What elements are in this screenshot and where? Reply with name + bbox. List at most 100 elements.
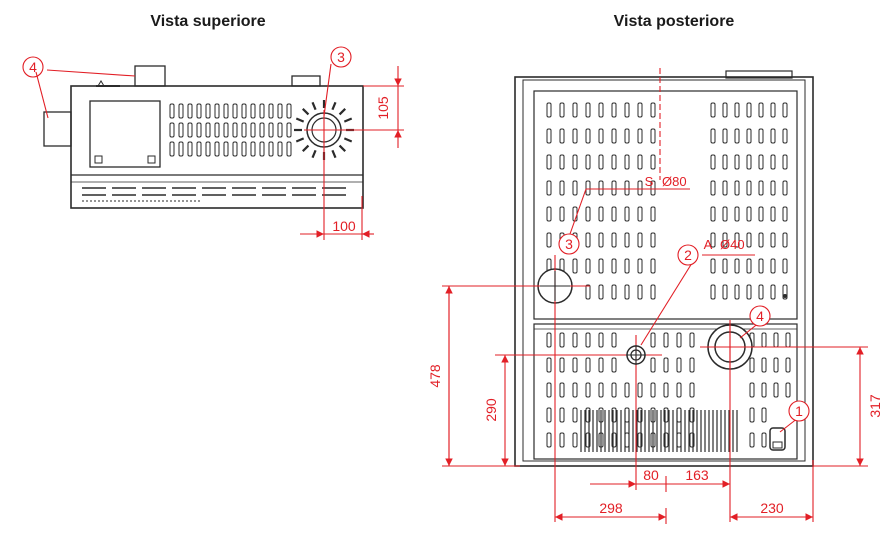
top-view-front-grille (82, 187, 346, 202)
vent-slot (546, 128, 552, 144)
vent-slot (611, 407, 617, 423)
vent-slot (187, 141, 193, 157)
vent-slot (196, 103, 202, 119)
flue-spoke (331, 149, 337, 159)
vent-slot (710, 232, 716, 248)
vent-slot (611, 232, 617, 248)
vent-slot (286, 122, 292, 138)
vent-slot (277, 103, 283, 119)
rear-callout-1: 1 (795, 403, 803, 419)
vent-slot (585, 206, 591, 222)
vent-slot (559, 206, 565, 222)
flue-spoke (338, 144, 346, 152)
top-view (43, 65, 364, 209)
label-s-diameter: Ø80 (662, 174, 687, 189)
vent-slot (598, 128, 604, 144)
top-view-left-outlet (43, 111, 72, 147)
top-view-title: Vista superiore (150, 13, 265, 30)
vent-slot (624, 284, 630, 300)
vent-slot (637, 258, 643, 274)
top-view-vent-slots (169, 103, 292, 157)
vent-slot (663, 432, 669, 448)
vent-slot (746, 102, 752, 118)
vent-slot (598, 382, 604, 398)
flue-spoke (331, 101, 337, 111)
vent-slot (572, 102, 578, 118)
vent-slot (770, 102, 776, 118)
vent-slot (650, 332, 656, 348)
vent-slot (637, 382, 643, 398)
rear-callout-3-circle (558, 233, 580, 255)
vent-slot (734, 180, 740, 196)
vent-slot (770, 154, 776, 170)
vent-slot (749, 432, 755, 448)
vent-slot (758, 102, 764, 118)
vent-slot (761, 357, 767, 373)
rear-view-crosshairs (540, 271, 646, 365)
vent-slot (785, 382, 791, 398)
top-view-hatch (89, 100, 161, 168)
vent-slot (286, 103, 292, 119)
vent-slot (187, 103, 193, 119)
vent-slot (598, 284, 604, 300)
vent-slot (178, 103, 184, 119)
rear-view-lower-panel (533, 323, 798, 460)
vent-slot (650, 128, 656, 144)
vent-slot (241, 122, 247, 138)
vent-slot (689, 407, 695, 423)
vent-slot (250, 103, 256, 119)
vent-slot (782, 102, 788, 118)
flue-spoke (295, 117, 305, 123)
vent-slot (611, 284, 617, 300)
vent-slot (169, 122, 175, 138)
flue-spoke (343, 117, 353, 123)
vent-slot (546, 232, 552, 248)
vent-slot (559, 154, 565, 170)
top-view-rear-flue (134, 65, 166, 87)
vent-slot (250, 122, 256, 138)
dim-100: 100 (332, 218, 356, 234)
vent-slot (676, 357, 682, 373)
vent-slot (598, 258, 604, 274)
vent-slot (637, 232, 643, 248)
dim-290: 290 (483, 398, 499, 422)
vent-slot (770, 284, 776, 300)
label-s: S (645, 174, 654, 189)
vent-slot (637, 180, 643, 196)
vent-slot (611, 432, 617, 448)
rear-view-title: Vista posteriore (614, 13, 735, 30)
vent-slot (624, 258, 630, 274)
vent-slot (710, 258, 716, 274)
vent-slot (689, 332, 695, 348)
dim-105: 105 (375, 96, 391, 120)
vent-slot (624, 232, 630, 248)
dim-230: 230 (760, 500, 784, 516)
vent-slot (637, 102, 643, 118)
vent-slot (232, 103, 238, 119)
vent-slot (722, 232, 728, 248)
vent-slot (598, 180, 604, 196)
vent-slot (758, 128, 764, 144)
vent-slot (546, 432, 552, 448)
vent-slot (722, 284, 728, 300)
flue-spoke (338, 108, 346, 116)
vent-slot (650, 357, 656, 373)
vent-slot (572, 180, 578, 196)
vent-slot (637, 154, 643, 170)
flue-spoke (302, 144, 310, 152)
vent-slot (758, 206, 764, 222)
dim-80: 80 (643, 467, 659, 483)
vent-slot (749, 407, 755, 423)
vent-slot (773, 382, 779, 398)
vent-slot (205, 103, 211, 119)
vent-slot (598, 357, 604, 373)
vent-slot (611, 180, 617, 196)
vent-slot (663, 357, 669, 373)
vent-slot (624, 102, 630, 118)
vent-slot (663, 382, 669, 398)
vent-slot (585, 382, 591, 398)
vent-slot (546, 382, 552, 398)
vent-slot (761, 332, 767, 348)
vent-slot (749, 382, 755, 398)
dim-298: 298 (599, 500, 623, 516)
